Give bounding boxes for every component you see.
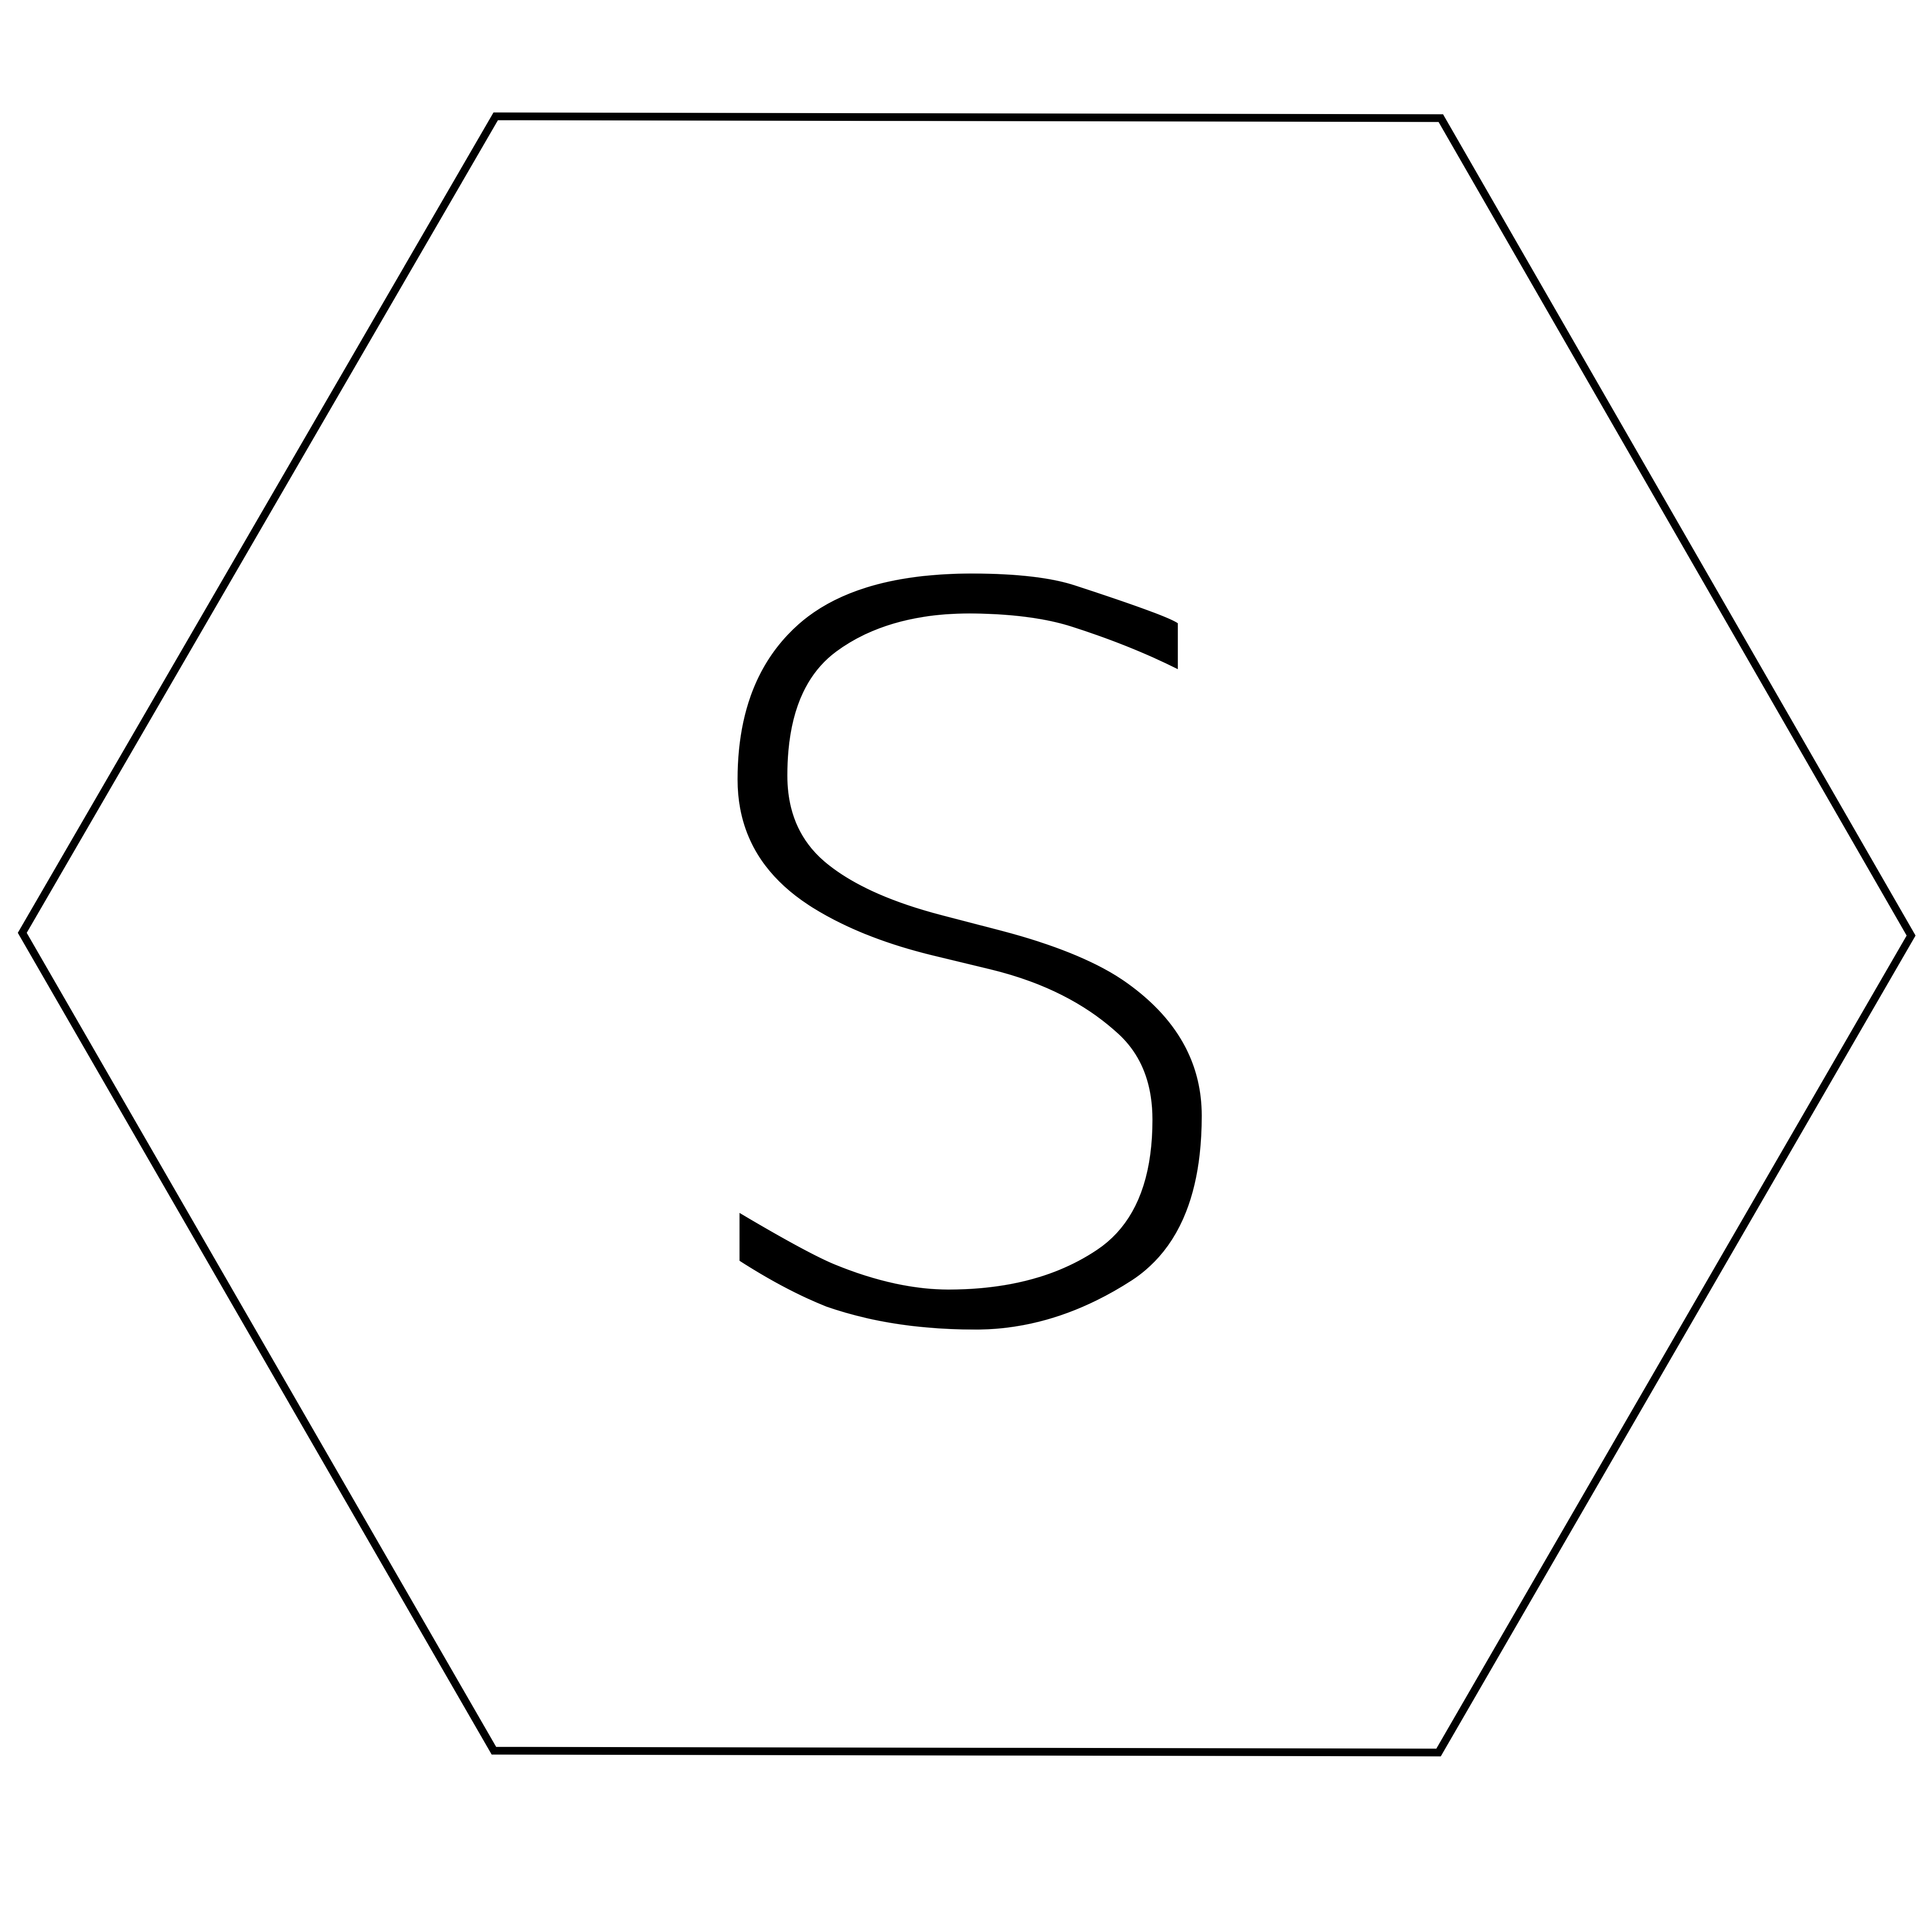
logo-letter: S [649,388,1283,1551]
hexagon-outline [18,112,1916,1757]
